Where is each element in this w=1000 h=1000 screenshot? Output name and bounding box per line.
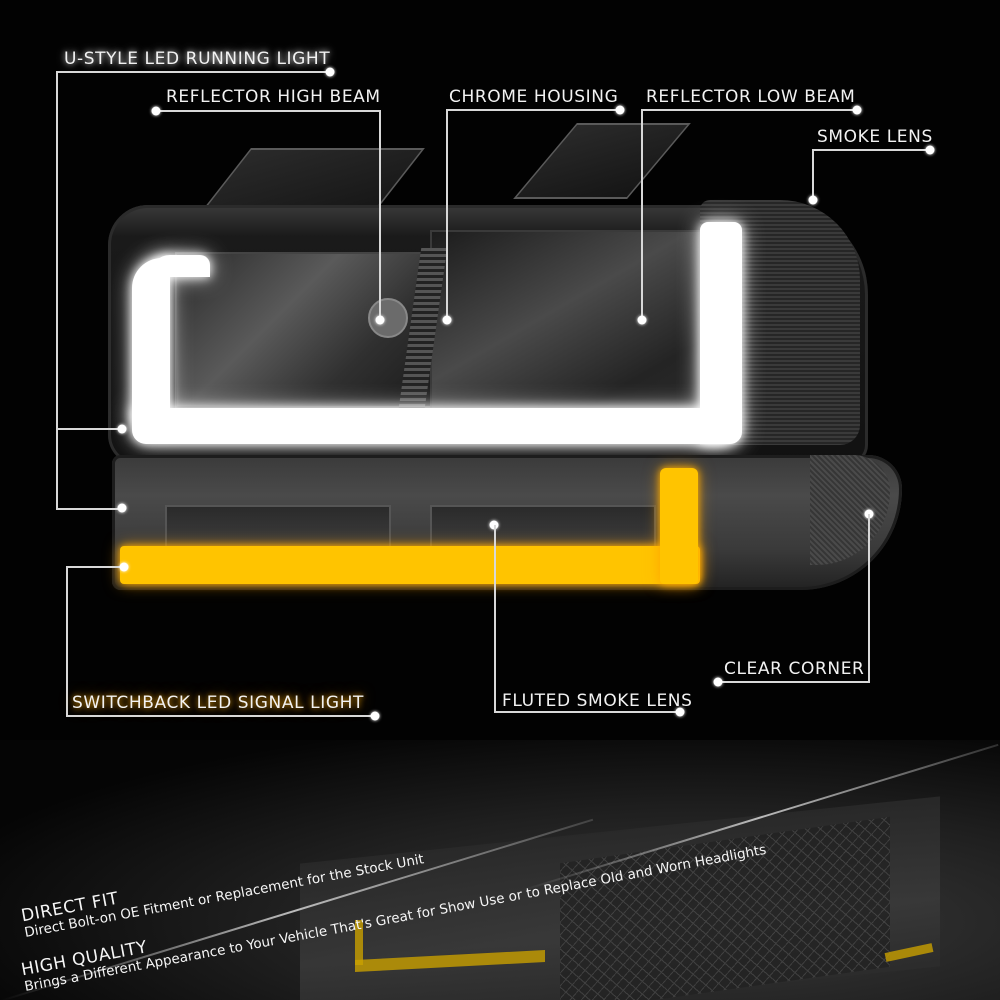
high-beam-bulb-ring <box>368 298 408 338</box>
callout-switchback-led-signal-light: SWITCHBACK LED SIGNAL LIGHT <box>72 693 365 713</box>
u-style-led-bar-right <box>700 222 742 444</box>
low-beam-reflector <box>430 230 702 410</box>
callout-clear-corner: CLEAR CORNER <box>724 659 865 679</box>
callout-dot <box>119 562 129 572</box>
leader-line <box>56 71 328 73</box>
leader-line <box>66 566 68 716</box>
fluted-lens-slot-right <box>430 505 656 549</box>
u-style-led-bar-left <box>132 258 170 428</box>
u-style-led-bar-top <box>150 255 210 277</box>
callout-fluted-smoke-lens: FLUTED SMOKE LENS <box>502 691 693 711</box>
leader-line <box>718 681 870 683</box>
callout-dot <box>808 195 818 205</box>
callout-chrome-housing: CHROME HOUSING <box>449 87 619 107</box>
mounting-bracket-right <box>513 123 691 199</box>
leader-line <box>56 71 58 509</box>
truck-amber-signal-left-vertical <box>355 920 363 965</box>
leader-line <box>494 711 680 713</box>
callout-dot <box>117 424 127 434</box>
leader-line <box>812 149 930 151</box>
callout-reflector-high-beam: REFLECTOR HIGH BEAM <box>166 87 381 107</box>
callout-smoke-lens: SMOKE LENS <box>817 127 933 147</box>
leader-line <box>156 110 380 112</box>
leader-line <box>812 149 814 199</box>
callout-dot <box>925 145 935 155</box>
callout-dot <box>852 105 862 115</box>
leader-line <box>66 715 374 717</box>
callout-dot <box>615 105 625 115</box>
callout-dot <box>713 677 723 687</box>
leader-line <box>446 109 448 321</box>
callout-dot <box>117 503 127 513</box>
callout-dot <box>370 711 380 721</box>
leader-line <box>56 508 122 510</box>
callout-dot <box>325 67 335 77</box>
callout-dot <box>375 315 385 325</box>
leader-line <box>56 428 122 430</box>
leader-line <box>641 109 857 111</box>
leader-line <box>66 566 124 568</box>
switchback-led-bar-vertical <box>660 468 698 584</box>
callout-dot <box>151 106 161 116</box>
leader-line <box>641 109 643 320</box>
fluted-lens-slot-left <box>165 505 391 549</box>
leader-line <box>379 110 381 320</box>
callout-u-style-led-running-light: U-STYLE LED RUNNING LIGHT <box>64 49 331 69</box>
callout-dot <box>637 315 647 325</box>
callout-dot <box>675 707 685 717</box>
u-style-led-bar-bottom <box>132 408 732 444</box>
leader-line <box>494 525 496 712</box>
switchback-led-bar-bottom <box>120 546 700 584</box>
callout-reflector-low-beam: REFLECTOR LOW BEAM <box>646 87 856 107</box>
leader-line <box>446 109 620 111</box>
callout-dot <box>442 315 452 325</box>
leader-line <box>868 514 870 682</box>
